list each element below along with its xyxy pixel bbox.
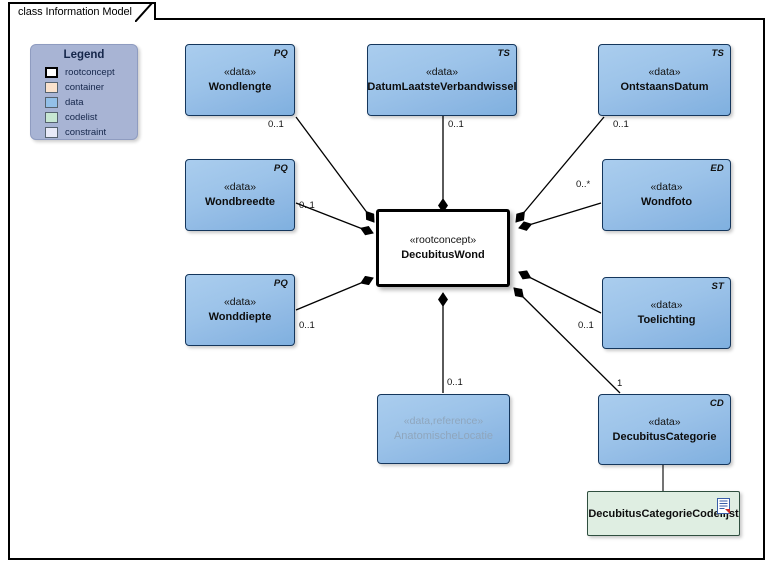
class-toelichting-stereotype: «data» — [650, 299, 683, 311]
frame-tab-slant — [134, 2, 155, 22]
class-anatomischelocatie[interactable]: «data,reference» AnatomischeLocatie — [377, 394, 510, 464]
class-wondbreedte-marker: PQ — [273, 163, 288, 174]
class-wondlengte-marker: PQ — [273, 48, 288, 59]
legend-item-constraint: constraint — [45, 125, 137, 139]
class-wonddiepte-name: Wonddiepte — [208, 311, 272, 323]
multiplicity-wondbreedte: 0..1 — [299, 200, 315, 211]
class-wondfoto[interactable]: ED «data» Wondfoto — [602, 159, 731, 231]
class-ontstaansdatum-name: OntstaansDatum — [620, 81, 709, 93]
multiplicity-wonddiepte: 0..1 — [299, 320, 315, 331]
class-wonddiepte-marker: PQ — [273, 278, 288, 289]
multiplicity-wondfoto: 0..* — [576, 179, 591, 190]
class-wondfoto-name: Wondfoto — [640, 196, 693, 208]
legend-swatch-data — [45, 96, 58, 108]
class-wondbreedte[interactable]: PQ «data» Wondbreedte — [185, 159, 295, 231]
class-decubituswond-name: DecubitusWond — [401, 249, 485, 261]
class-wondfoto-marker: ED — [710, 163, 724, 174]
class-datumlaatsteverbandwissel-marker: TS — [497, 48, 510, 59]
legend: Legend rootconcept container data codeli… — [30, 44, 138, 140]
class-anatomischelocatie-name: AnatomischeLocatie — [393, 430, 494, 442]
multiplicity-toelichting: 0..1 — [578, 320, 594, 331]
legend-title: Legend — [63, 49, 105, 61]
multiplicity-datumlaatsteverbandwissel: 0..1 — [448, 119, 464, 130]
multiplicity-anatomischelocatie: 0..1 — [447, 377, 463, 388]
class-toelichting[interactable]: ST «data» Toelichting — [602, 277, 731, 349]
class-wondlengte-stereotype: «data» — [223, 66, 257, 78]
class-anatomischelocatie-stereotype: «data,reference» — [403, 415, 484, 427]
class-wondbreedte-stereotype: «data» — [223, 181, 257, 193]
legend-item-rootconcept: rootconcept — [45, 65, 137, 79]
legend-item-data: data — [45, 95, 137, 109]
class-ontstaansdatum-marker: TS — [711, 48, 724, 59]
class-decubituscategorie-marker: CD — [709, 398, 724, 409]
class-wondbreedte-name: Wondbreedte — [204, 196, 276, 208]
legend-label-data: data — [65, 96, 84, 108]
legend-swatch-constraint — [45, 126, 58, 138]
class-toelichting-marker: ST — [711, 281, 724, 292]
legend-label-codelist: codelist — [65, 111, 98, 123]
class-datumlaatsteverbandwissel[interactable]: TS «data» DatumLaatsteVerbandwissel — [367, 44, 517, 116]
class-decubituscategorie-stereotype: «data» — [648, 415, 681, 428]
class-decubituswond-stereotype: «rootconcept» — [409, 234, 477, 246]
class-toelichting-name: Toelichting — [637, 314, 696, 326]
class-decubituscategoriecodelijst[interactable]: DecubitusCategorieCodelijst — [587, 491, 740, 536]
class-wondlengte-name: Wondlengte — [208, 81, 272, 93]
legend-swatch-rootconcept — [45, 66, 58, 78]
class-datumlaatsteverbandwissel-stereotype: «data» — [425, 66, 459, 78]
legend-label-container: container — [65, 81, 105, 93]
class-decubituscategorie[interactable]: CD «data» DecubitusCategorie — [598, 394, 731, 465]
class-decubituswond[interactable]: «rootconcept» DecubitusWond — [376, 209, 510, 287]
legend-label-constraint: constraint — [65, 126, 107, 138]
multiplicity-decubituscategorie: 1 — [617, 378, 623, 389]
legend-swatch-container — [45, 81, 58, 93]
class-ontstaansdatum[interactable]: TS «data» OntstaansDatum — [598, 44, 731, 116]
diagram-frame-label: class Information Model — [18, 6, 132, 18]
class-decubituscategorie-name: DecubitusCategorie — [612, 430, 717, 443]
legend-label-rootconcept: rootconcept — [65, 66, 115, 78]
multiplicity-wondlengte: 0..1 — [268, 119, 284, 130]
diagram-frame-tab: class Information Model — [8, 2, 156, 22]
class-wondlengte[interactable]: PQ «data» Wondlengte — [185, 44, 295, 116]
class-decubituscategoriecodelijst-name: DecubitusCategorieCodelijst — [588, 507, 739, 520]
multiplicity-ontstaansdatum: 0..1 — [613, 119, 629, 130]
legend-swatch-codelist — [45, 111, 58, 123]
legend-item-codelist: codelist — [45, 110, 137, 124]
class-ontstaansdatum-stereotype: «data» — [648, 66, 681, 78]
document-icon — [717, 498, 732, 516]
legend-item-container: container — [45, 80, 137, 94]
class-wonddiepte-stereotype: «data» — [223, 296, 257, 308]
class-wondfoto-stereotype: «data» — [650, 181, 683, 193]
class-datumlaatsteverbandwissel-name: DatumLaatsteVerbandwissel — [367, 81, 517, 93]
class-wonddiepte[interactable]: PQ «data» Wonddiepte — [185, 274, 295, 346]
